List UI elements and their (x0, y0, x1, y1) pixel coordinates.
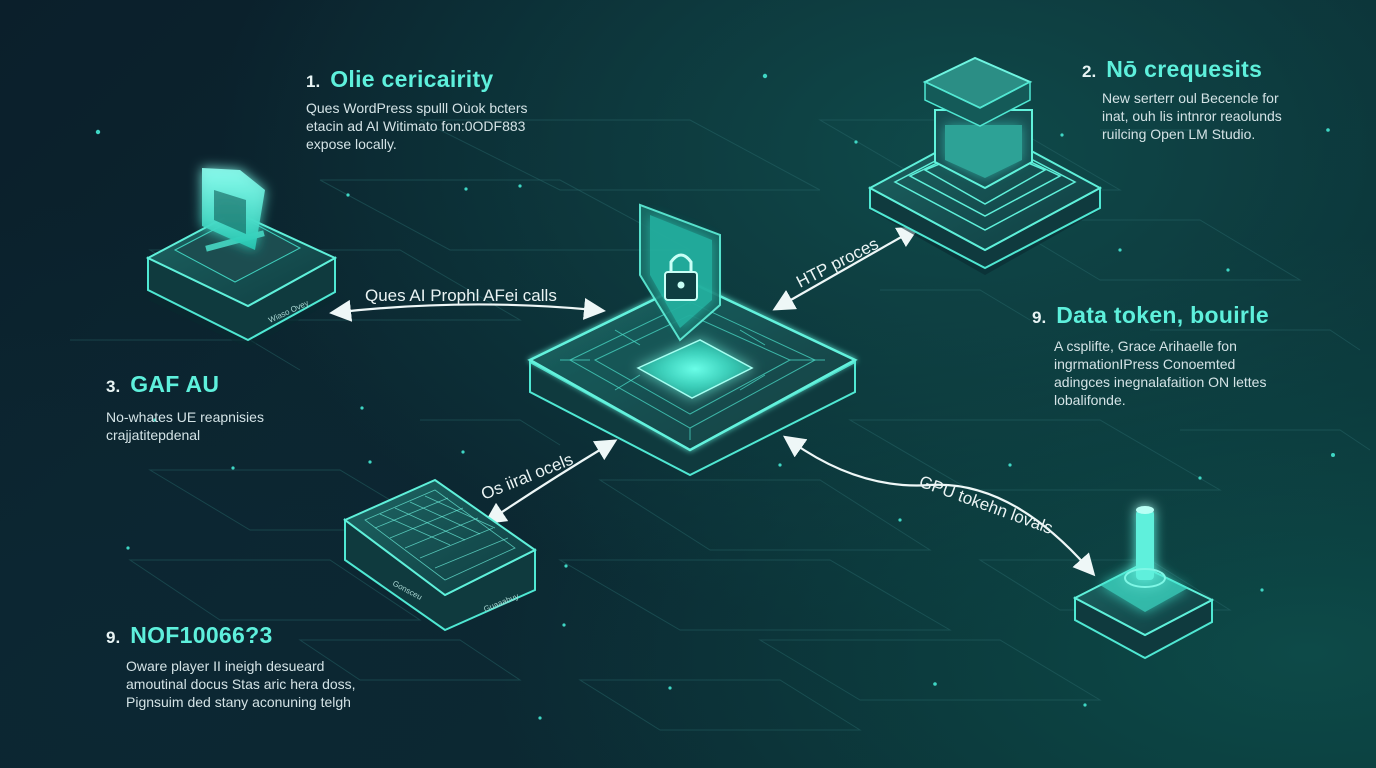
section-1-line-2: etacin ad AI Witimato fon:0ODF883 (306, 118, 526, 134)
section-3: 3. GAF AU No-whates UE reapnisies crajja… (106, 371, 264, 444)
section-1-number: 1. (306, 72, 321, 91)
section-2-description: New serterr oul Becencle for inat, ouh l… (1102, 89, 1282, 143)
section-2: 2. Nō crequesits New serterr oul Becencl… (1082, 56, 1282, 143)
section-3-line-1: No-whates UE reapnisies (106, 409, 264, 425)
section-4-line-1: A csplifte, Grace Arihaelle fon (1054, 338, 1237, 354)
section-1-line-1: Ques WordPress spulll Oùok bcters (306, 100, 528, 116)
section-2-line-3: ruilcing Open LM Studio. (1102, 126, 1256, 142)
connection-label-bottom-right: GPU tokehn lovals (917, 472, 1056, 538)
lock-shield-icon (664, 253, 698, 301)
arrow-bottom-right (783, 435, 1096, 577)
section-3-line-2: crajjatitepdenal (106, 427, 201, 443)
section-4-title: Data token, bouirle (1056, 302, 1269, 328)
section-1-title: Olie cericairity (330, 66, 494, 92)
connection-label-top-right: HTP proces (793, 234, 881, 292)
section-5-line-3: Pignsuim ded stany aconuning telgh (126, 694, 351, 710)
section-1-description: Ques WordPress spulll Oùok bcters etacin… (306, 99, 528, 153)
connection-label-left: Ques AI Prophl AFei calls (365, 286, 557, 305)
section-5-number: 9. (106, 628, 121, 647)
section-2-number: 2. (1082, 62, 1097, 81)
section-5-line-2: amoutinal docus Stas aric hera doss, (126, 676, 356, 692)
left-terminal-device: Wiaso Ovey (145, 168, 338, 348)
section-1: 1. Olie cericairity Ques WordPress spull… (306, 66, 528, 153)
center-chip (636, 339, 754, 399)
section-5-description: Oware player II ineigh desueard amoutina… (126, 657, 356, 711)
section-3-title: GAF AU (130, 371, 220, 397)
central-secure-platform (527, 203, 858, 477)
section-2-line-1: New serterr oul Becencle for (1102, 90, 1279, 106)
section-2-line-2: inat, ouh lis intnror reaolunds (1102, 108, 1282, 124)
section-4-line-2: ingrmationIPress Conoemted (1054, 356, 1236, 372)
section-4-number: 9. (1032, 308, 1047, 327)
connection-arrows (329, 226, 1096, 577)
bottom-right-gpu-device (1072, 506, 1215, 660)
section-4-line-3: adingces inegnalafaition ON lettes (1054, 374, 1267, 390)
section-4: 9. Data token, bouirle A csplifte, Grace… (1032, 302, 1269, 409)
arrow-top-right (772, 226, 920, 311)
circuit-panel-icon (364, 489, 516, 581)
section-1-line-3: expose locally. (306, 136, 397, 152)
section-3-description: No-whates UE reapnisies crajjatitepdenal (106, 408, 264, 444)
section-5-title: NOF10066?3 (130, 622, 273, 648)
server-stack-icon (945, 125, 1022, 178)
section-3-number: 3. (106, 377, 121, 396)
section-4-description: A csplifte, Grace Arihaelle fon ingrmati… (1054, 337, 1269, 409)
section-5-line-1: Oware player II ineigh desueard (126, 658, 325, 674)
arrow-bottom-left (483, 439, 618, 525)
section-2-title: Nō crequesits (1106, 56, 1263, 82)
arrow-left (329, 298, 606, 322)
section-4-line-4: lobalifonde. (1054, 392, 1126, 408)
bottom-left-circuit-panel: Gonsceu Guaaabuy (343, 478, 537, 632)
top-right-server-stack (867, 56, 1103, 275)
section-5: 9. NOF10066?3 Oware player II ineigh des… (106, 622, 356, 711)
document-screen-icon (202, 168, 265, 250)
gpu-pillar-icon (1124, 506, 1166, 588)
